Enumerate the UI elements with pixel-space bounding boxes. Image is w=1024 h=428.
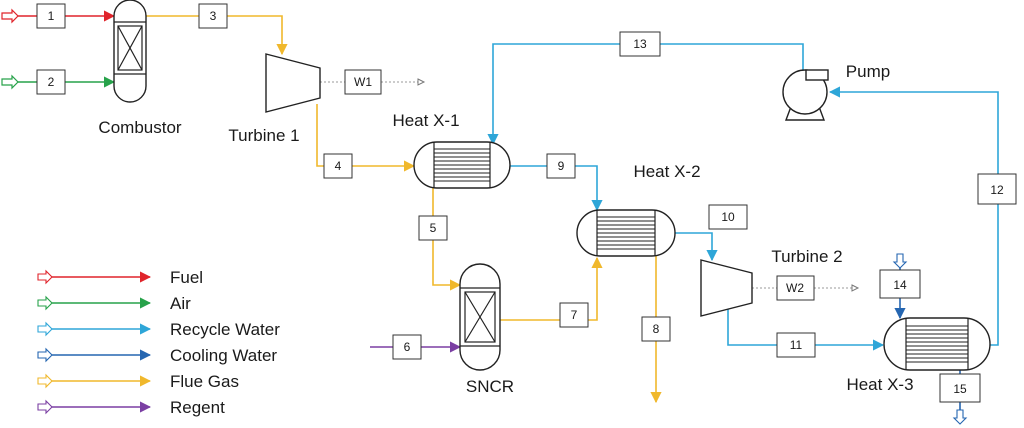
legend-label: Flue Gas (170, 372, 239, 391)
stream-15-box: 15 (939, 373, 981, 403)
stream-7-box: 7 (559, 302, 589, 328)
stream-2-box: 2 (36, 69, 66, 95)
legend-item-flue-gas: Flue Gas (37, 372, 239, 391)
stream-11-box: 11 (776, 332, 816, 358)
stream-7-line (500, 256, 603, 321)
legend-air-arrow-icon (37, 295, 53, 311)
pump-shape (782, 69, 829, 121)
svg-text:2: 2 (48, 75, 55, 89)
legend-item-recycle-water: Recycle Water (37, 320, 280, 339)
w2-outlet-icon (851, 284, 860, 292)
turbine-1-shape (265, 53, 321, 113)
stream-6-box: 6 (392, 334, 422, 360)
stream-13-line (487, 43, 804, 146)
stream-4-box: 4 (323, 153, 353, 179)
w2-box: W2 (776, 275, 815, 301)
svg-text:10: 10 (721, 210, 735, 224)
legend-item-regent: Regent (37, 398, 225, 417)
heat-x-1-label: Heat X-1 (392, 111, 459, 130)
legend-item-cooling-water: Cooling Water (37, 346, 277, 365)
svg-text:7: 7 (571, 308, 578, 322)
legend-label: Fuel (170, 268, 203, 287)
heat-x-3-label: Heat X-3 (846, 375, 913, 394)
legend-label: Cooling Water (170, 346, 277, 365)
stream-12-box: 12 (977, 173, 1017, 205)
heat-x-2-label: Heat X-2 (633, 162, 700, 181)
heat-x-1-exchanger (413, 141, 511, 189)
sncr-label: SNCR (466, 377, 514, 396)
svg-text:W1: W1 (354, 75, 372, 89)
svg-text:W2: W2 (786, 281, 804, 295)
legend-flue-gas-arrow-icon (37, 373, 53, 389)
stream-8-box: 8 (641, 316, 671, 342)
stream-13-box: 13 (619, 31, 661, 57)
svg-text:3: 3 (210, 9, 217, 23)
svg-text:6: 6 (404, 340, 411, 354)
fuel-inlet-icon (1, 8, 19, 24)
stream-14-box: 14 (879, 269, 921, 299)
legend-recycle-water-arrow-icon (37, 321, 53, 337)
svg-text:13: 13 (633, 37, 647, 51)
svg-text:12: 12 (990, 183, 1004, 197)
stream-1-box: 1 (36, 3, 66, 29)
stream-10-box: 10 (708, 204, 748, 230)
combustor-label: Combustor (98, 118, 181, 137)
w1-outlet-icon (417, 78, 426, 86)
w1-box: W1 (344, 69, 382, 95)
pump-label: Pump (846, 62, 890, 81)
svg-text:9: 9 (558, 159, 565, 173)
legend-regent-arrow-icon (37, 399, 53, 415)
turbine-2-shape (700, 259, 753, 317)
svg-text:8: 8 (653, 322, 660, 336)
sncr-vessel (459, 263, 501, 371)
stream-4-line (316, 104, 416, 172)
turbine-2-label: Turbine 2 (771, 247, 842, 266)
stream-5-box: 5 (418, 215, 448, 241)
legend-item-air: Air (37, 294, 191, 313)
legend-cooling-water-arrow-icon (37, 347, 53, 363)
legend-label: Recycle Water (170, 320, 280, 339)
legend: Fuel Air Recycle Water Cooling Water Flu… (37, 268, 280, 417)
stream-12-line (828, 86, 999, 346)
svg-text:4: 4 (335, 159, 342, 173)
cooling-inlet-icon (892, 253, 908, 269)
heat-x-2-exchanger (576, 209, 676, 257)
combustor-vessel (113, 0, 147, 103)
svg-text:5: 5 (430, 221, 437, 235)
cooling-outlet-icon (952, 409, 968, 425)
heat-x-3-exchanger (883, 317, 991, 371)
stream-3-line (146, 15, 288, 56)
air-inlet-icon (1, 74, 19, 90)
legend-label: Regent (170, 398, 225, 417)
turbine-1-label: Turbine 1 (228, 126, 299, 145)
svg-text:1: 1 (48, 9, 55, 23)
svg-text:14: 14 (893, 278, 907, 292)
legend-label: Air (170, 294, 191, 313)
svg-text:11: 11 (790, 338, 803, 352)
stream-10-line (675, 232, 718, 262)
legend-item-fuel: Fuel (37, 268, 203, 287)
stream-9-line (510, 165, 603, 212)
stream-11-line (727, 305, 885, 351)
svg-text:15: 15 (953, 382, 967, 396)
stream-9-box: 9 (546, 153, 576, 179)
legend-fuel-arrow-icon (37, 269, 53, 285)
stream-3-box: 3 (198, 3, 228, 29)
